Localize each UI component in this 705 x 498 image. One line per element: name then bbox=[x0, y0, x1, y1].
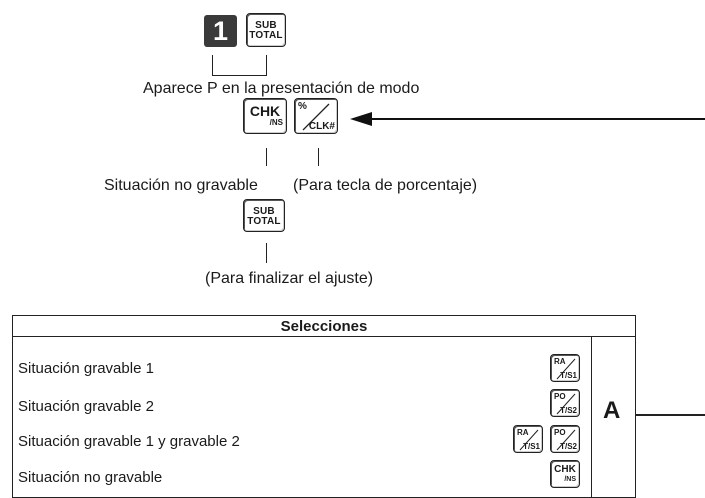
bracket-left bbox=[212, 55, 213, 75]
key-percent-clk: % CLK# bbox=[294, 98, 338, 134]
key-ts2-label: T/S2 bbox=[560, 406, 577, 415]
key-po-label: PO bbox=[554, 428, 566, 437]
bracket-bottom bbox=[212, 75, 267, 76]
caption-mode-display: Aparece P en la presentación de modo bbox=[143, 80, 420, 97]
row-taxable-1: Situación gravable 1 bbox=[18, 360, 154, 377]
key-subtotal-top: SUB bbox=[255, 20, 277, 31]
key-slash-mark bbox=[556, 358, 576, 380]
key-ns-label: /NS bbox=[269, 118, 283, 127]
caption-finish: (Para finalizar el ajuste) bbox=[205, 270, 374, 287]
connector-a bbox=[636, 414, 705, 416]
row-taxable-2: Situación gravable 2 bbox=[18, 398, 154, 415]
key-slash-mark bbox=[519, 429, 539, 451]
tick-percent bbox=[318, 148, 319, 166]
key-subtotal-2: SUB TOTAL bbox=[243, 199, 285, 232]
bracket-right bbox=[266, 55, 267, 75]
key-percent-label: % bbox=[298, 101, 307, 112]
key-chk-ns-row: CHK /NS bbox=[550, 460, 580, 488]
key-ra-ts1: RA T/S1 bbox=[550, 354, 580, 382]
key-subtotal-2-top: SUB bbox=[253, 206, 275, 217]
key-ra-label: RA bbox=[554, 357, 566, 366]
key-ts2-label: T/S2 bbox=[560, 442, 577, 451]
key-subtotal-bottom: TOTAL bbox=[249, 30, 283, 41]
key-subtotal-2-bottom: TOTAL bbox=[247, 216, 281, 227]
table-col-divider-1 bbox=[591, 337, 592, 498]
key-slash-mark bbox=[556, 429, 576, 451]
key-1: 1 bbox=[204, 15, 237, 47]
key-ts1-label: T/S1 bbox=[560, 371, 577, 380]
key-ra-label: RA bbox=[517, 428, 529, 437]
key-chk-label: CHK bbox=[554, 464, 576, 475]
table-header: Selecciones bbox=[12, 315, 636, 337]
key-ns-label: /NS bbox=[564, 476, 576, 483]
caption-percent-key: (Para tecla de porcentaje) bbox=[293, 177, 478, 194]
key-po-ts2: PO T/S2 bbox=[550, 389, 580, 417]
key-po-label: PO bbox=[554, 392, 566, 401]
key-clk-label: CLK# bbox=[308, 121, 335, 132]
key-ra-ts1-combo: RA T/S1 bbox=[513, 425, 543, 453]
key-ts1-label: T/S1 bbox=[523, 442, 540, 451]
table-label-a: A bbox=[603, 397, 621, 424]
key-slash-mark bbox=[302, 103, 330, 131]
key-chk-ns: CHK /NS bbox=[243, 98, 287, 134]
key-subtotal: SUB TOTAL bbox=[246, 13, 286, 47]
row-taxable-1-2: Situación gravable 1 y gravable 2 bbox=[18, 433, 240, 450]
key-po-ts2-combo: PO T/S2 bbox=[550, 425, 580, 453]
row-non-taxable: Situación no gravable bbox=[18, 469, 163, 486]
arrow-pointer bbox=[350, 112, 705, 126]
tick-chk bbox=[266, 148, 267, 166]
key-chk-label: CHK bbox=[249, 103, 281, 119]
key-slash-mark bbox=[556, 393, 576, 415]
caption-non-taxable: Situación no gravable bbox=[104, 177, 258, 194]
tick-subtotal bbox=[266, 243, 267, 263]
